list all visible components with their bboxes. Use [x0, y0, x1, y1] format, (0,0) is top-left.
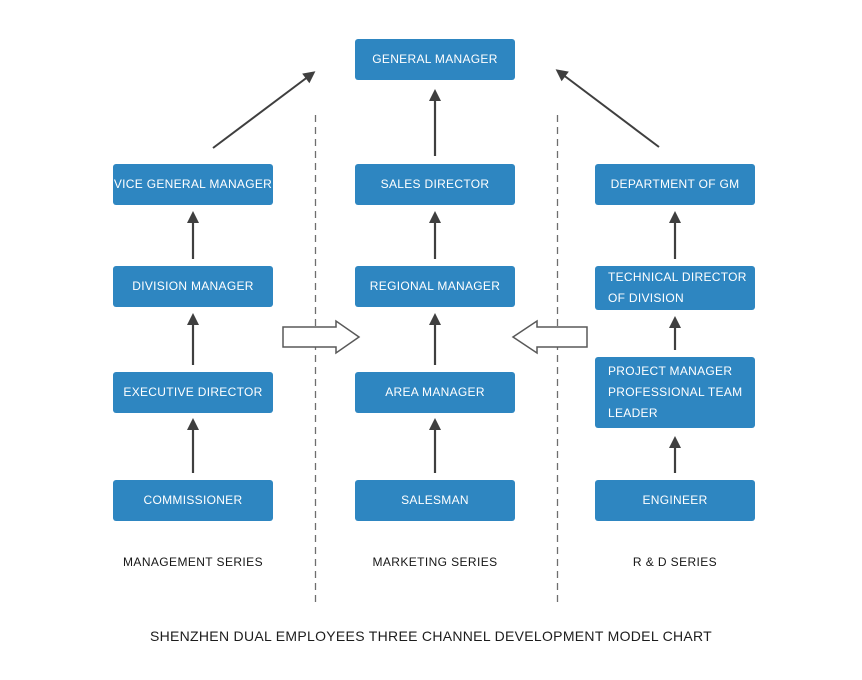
- node-regional-manager: REGIONAL MANAGER: [355, 266, 515, 307]
- block-arrow-management-to-marketing: [282, 319, 361, 355]
- node-label: ENGINEER: [642, 493, 708, 507]
- node-label: GENERAL MANAGER: [372, 52, 498, 66]
- node-label: SALES DIRECTOR: [380, 177, 490, 191]
- node-salesman: SALESMAN: [355, 480, 515, 521]
- series-label-marketing: MARKETING SERIES: [372, 555, 498, 569]
- node-commissioner: COMMISSIONER: [113, 480, 273, 521]
- node-label: SALESMAN: [401, 493, 469, 507]
- chart-title: SHENZHEN DUAL EMPLOYEES THREE CHANNEL DE…: [149, 628, 713, 644]
- node-general-manager: GENERAL MANAGER: [355, 39, 515, 80]
- series-label-rd: R & D SERIES: [632, 555, 718, 569]
- node-label: COMMISSIONER: [143, 493, 243, 507]
- block-arrow-rd-to-marketing: [511, 319, 588, 355]
- node-executive-director: EXECUTIVE DIRECTOR: [113, 372, 273, 413]
- arrow-vice-gm-to-general-manager: [212, 71, 316, 149]
- node-label: DEPARTMENT OF GM: [610, 177, 740, 191]
- node-division-manager: DIVISION MANAGER: [113, 266, 273, 307]
- node-area-manager: AREA MANAGER: [355, 372, 515, 413]
- node-engineer: ENGINEER: [595, 480, 755, 521]
- series-label-management: MANAGEMENT SERIES: [123, 555, 263, 569]
- node-technical-director-of-division: TECHNICAL DIRECTOR OF DIVISION: [595, 266, 755, 310]
- node-label: PROJECT MANAGER PROFESSIONAL TEAM LEADER: [608, 364, 743, 420]
- arrow-department-gm-to-general-manager: [555, 69, 660, 148]
- node-label: AREA MANAGER: [385, 385, 485, 399]
- node-label: EXECUTIVE DIRECTOR: [123, 385, 263, 399]
- node-sales-director: SALES DIRECTOR: [355, 164, 515, 205]
- node-label: REGIONAL MANAGER: [369, 279, 501, 293]
- node-label: VICE GENERAL MANAGER: [113, 177, 273, 191]
- node-project-manager-team-leader: PROJECT MANAGER PROFESSIONAL TEAM LEADER: [595, 357, 755, 428]
- node-label: TECHNICAL DIRECTOR OF DIVISION: [608, 270, 747, 305]
- node-vice-general-manager: VICE GENERAL MANAGER: [113, 164, 273, 205]
- node-department-of-gm: DEPARTMENT OF GM: [595, 164, 755, 205]
- node-label: DIVISION MANAGER: [132, 279, 254, 293]
